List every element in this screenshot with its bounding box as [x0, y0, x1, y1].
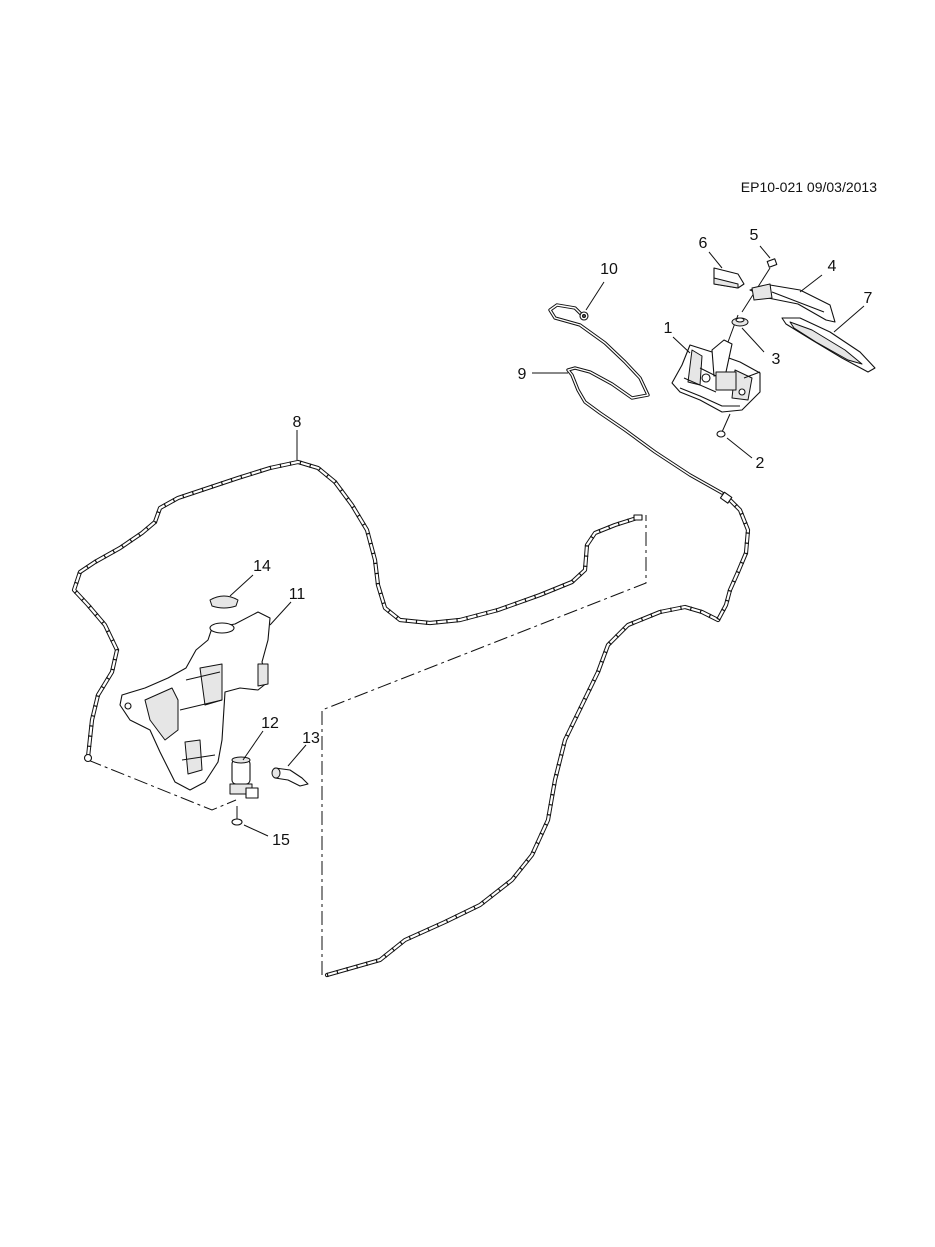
callout-13: 13 [302, 730, 320, 747]
connection-lines [87, 515, 647, 975]
callout-5: 5 [750, 227, 759, 244]
callout-10: 10 [600, 261, 618, 278]
callout-14: 14 [253, 558, 271, 575]
seal-15 [231, 806, 243, 826]
connector-13 [271, 767, 309, 787]
callout-12: 12 [261, 715, 279, 732]
bolt-2 [716, 413, 731, 438]
callout-8: 8 [293, 414, 302, 431]
wiper-blade-7 [781, 317, 876, 373]
rear-washer-hose [324, 491, 751, 978]
drawing-code: EP10-021 09/03/2013 [741, 179, 877, 195]
callout-4: 4 [828, 258, 837, 275]
leader-lines [229, 245, 865, 837]
callout-9: 9 [518, 366, 527, 383]
callout-7: 7 [864, 290, 873, 307]
wiper-arm-4 [749, 283, 836, 323]
cover-6 [713, 267, 745, 289]
callout-6: 6 [699, 235, 708, 252]
callout-1: 1 [664, 320, 673, 337]
callout-15: 15 [272, 832, 290, 849]
nozzle-10 [579, 311, 589, 321]
wiper-motor-1 [671, 339, 761, 413]
washer-hose-8 [71, 459, 643, 763]
cap-5 [766, 258, 778, 268]
washer-hose-9 [548, 303, 724, 495]
callout-3: 3 [772, 351, 781, 368]
filler-cap-14 [209, 595, 239, 609]
washer-pump-12 [229, 756, 259, 799]
washer-reservoir-11 [119, 611, 271, 791]
callout-labels: 1 2 3 4 5 6 7 8 9 10 11 12 13 14 15 [253, 227, 872, 849]
callout-2: 2 [756, 455, 765, 472]
callout-11: 11 [289, 586, 306, 603]
